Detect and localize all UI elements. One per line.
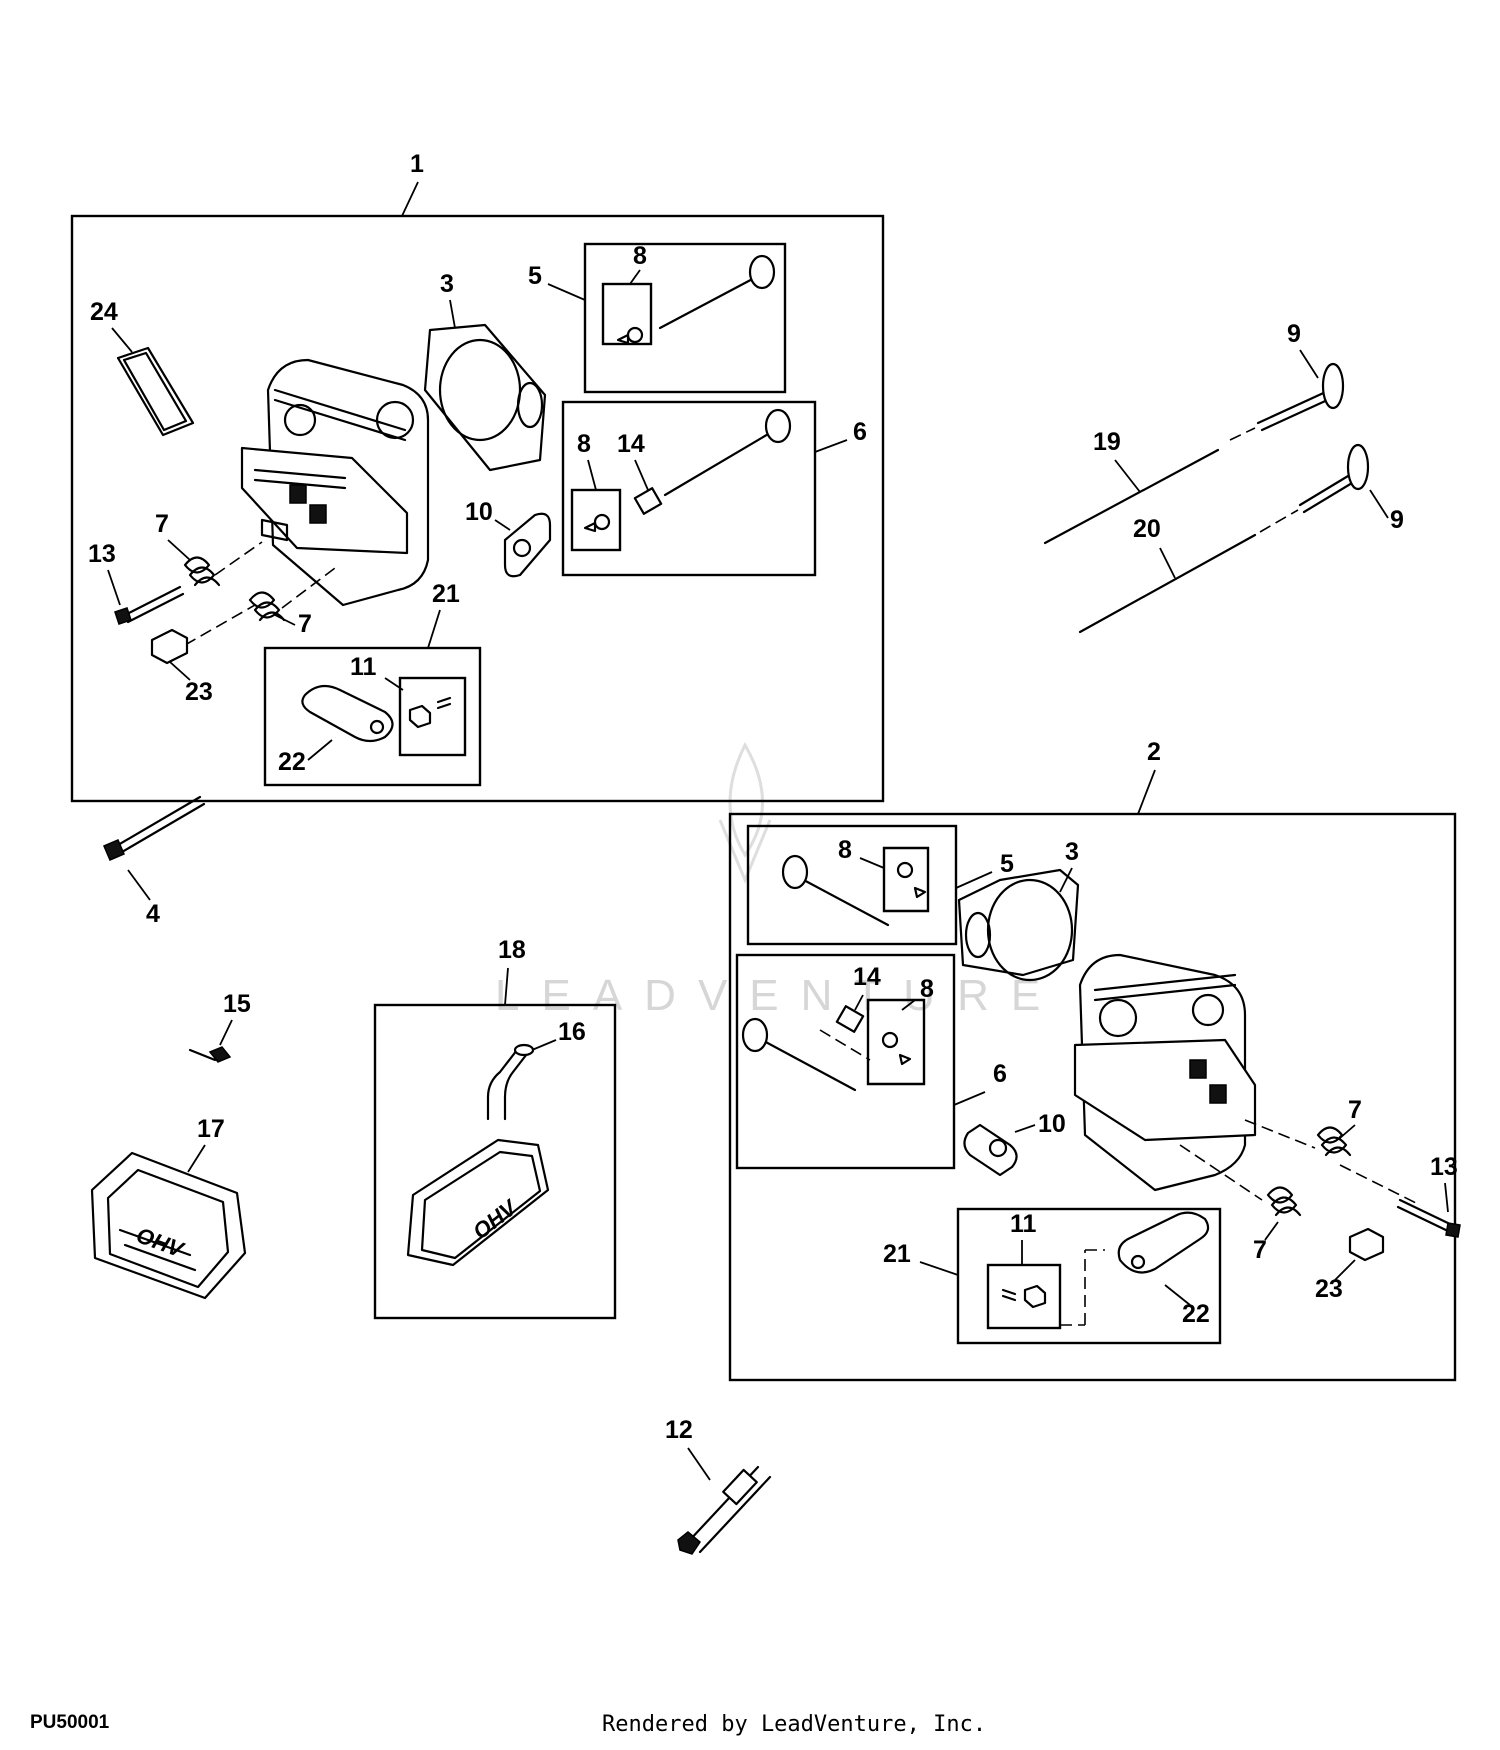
callout-3[interactable]: 3 xyxy=(440,270,454,298)
valve-9-bottom[interactable] xyxy=(1298,443,1370,514)
exhaust-gasket-right[interactable] xyxy=(963,1123,1018,1177)
breather-cover-box xyxy=(373,1003,617,1320)
callout-6-right[interactable]: 6 xyxy=(993,1060,1007,1088)
callout-19[interactable]: 19 xyxy=(1093,428,1121,456)
callout-10[interactable]: 10 xyxy=(465,498,493,526)
breather-tube-16[interactable] xyxy=(486,1043,535,1121)
rocker-arm-box-left xyxy=(263,646,482,787)
callout-13[interactable]: 13 xyxy=(88,540,116,568)
callout-10-right[interactable]: 10 xyxy=(1038,1110,1066,1138)
intake-valve-left[interactable] xyxy=(616,254,776,345)
pushrod-19[interactable] xyxy=(1043,448,1220,545)
exhaust-valve-box-left xyxy=(561,400,817,577)
callout-8-right-mid[interactable]: 8 xyxy=(920,975,934,1003)
valve-spring-right-a[interactable] xyxy=(1316,1126,1352,1157)
valve-9-top[interactable] xyxy=(1256,362,1345,432)
callout-20[interactable]: 20 xyxy=(1133,515,1161,543)
callout-21[interactable]: 21 xyxy=(432,580,460,608)
valve-cover-18[interactable]: OHV xyxy=(406,1138,550,1267)
callout-8-right-top[interactable]: 8 xyxy=(838,836,852,864)
exhaust-valve-box-right xyxy=(735,953,956,1170)
callout-14-right[interactable]: 14 xyxy=(853,963,881,991)
callout-23-right[interactable]: 23 xyxy=(1315,1275,1343,1303)
callout-24[interactable]: 24 xyxy=(90,298,118,326)
callout-13-right[interactable]: 13 xyxy=(1430,1153,1458,1181)
head-gasket-right[interactable] xyxy=(957,868,1080,982)
valve-cover-17[interactable]: OHV xyxy=(90,1151,247,1300)
callout-4[interactable]: 4 xyxy=(146,900,160,928)
callout-8-mid[interactable]: 8 xyxy=(577,430,591,458)
exhaust-valve-left[interactable] xyxy=(583,408,792,533)
callout-1[interactable]: 1 xyxy=(410,150,424,178)
rocker-nut-23-right[interactable] xyxy=(1348,1227,1385,1262)
callout-22[interactable]: 22 xyxy=(278,748,306,776)
watermark-text: LEADVENTURE xyxy=(495,971,1062,1020)
callout-5[interactable]: 5 xyxy=(528,262,542,290)
pushrod-20[interactable] xyxy=(1078,533,1257,634)
callout-6[interactable]: 6 xyxy=(853,418,867,446)
callout-2[interactable]: 2 xyxy=(1147,738,1161,766)
valve-spring-left-a[interactable] xyxy=(183,556,221,587)
callout-21-right[interactable]: 21 xyxy=(883,1240,911,1268)
callout-9-bottom[interactable]: 9 xyxy=(1390,506,1404,534)
screw-15[interactable] xyxy=(188,1046,232,1063)
callout-18[interactable]: 18 xyxy=(498,936,526,964)
render-credit: Rendered by LeadVenture, Inc. xyxy=(602,1712,987,1737)
callout-9-top[interactable]: 9 xyxy=(1287,320,1301,348)
diagram-code: PU50001 xyxy=(30,1712,110,1733)
callout-7-right-bottom[interactable]: 7 xyxy=(1253,1236,1267,1264)
callout-15[interactable]: 15 xyxy=(223,990,251,1018)
callout-12[interactable]: 12 xyxy=(665,1416,693,1444)
bolt-13-right[interactable] xyxy=(1396,1198,1461,1238)
bolt-13-left[interactable] xyxy=(114,585,185,625)
callout-11[interactable]: 11 xyxy=(350,653,377,681)
callout-7-bottom[interactable]: 7 xyxy=(298,610,312,638)
intake-valve-box-right xyxy=(746,824,958,946)
adjuster-nut-right[interactable] xyxy=(1001,1284,1047,1309)
valve-spring-right-b[interactable] xyxy=(1266,1186,1302,1217)
assembly-1-frame xyxy=(70,214,885,803)
callout-8-top[interactable]: 8 xyxy=(633,242,647,270)
callout-14[interactable]: 14 xyxy=(617,430,645,458)
intake-valve-box-left xyxy=(583,242,787,394)
cylinder-head-left[interactable] xyxy=(240,358,430,607)
callout-7-top[interactable]: 7 xyxy=(155,510,169,538)
callout-7-right-top[interactable]: 7 xyxy=(1348,1096,1362,1124)
head-bolt-4[interactable] xyxy=(103,795,206,861)
callout-11-right[interactable]: 11 xyxy=(1010,1210,1037,1238)
callout-16[interactable]: 16 xyxy=(558,1018,586,1046)
cylinder-head-right[interactable] xyxy=(1073,953,1257,1192)
head-gasket[interactable] xyxy=(423,323,547,472)
watermark-logo: LEADVENTURE xyxy=(495,741,1062,1020)
rocker-arm-left[interactable] xyxy=(301,684,394,743)
rocker-arm-box-right xyxy=(956,1207,1222,1345)
valve-cover-gasket[interactable] xyxy=(116,346,195,437)
assembly-2-frame xyxy=(728,812,1457,1382)
valve-spring-left-b[interactable] xyxy=(248,591,286,622)
exhaust-valve-right[interactable] xyxy=(741,1005,912,1092)
callout-22-right[interactable]: 22 xyxy=(1182,1300,1210,1328)
callout-5-right[interactable]: 5 xyxy=(1000,850,1014,878)
callout-17[interactable]: 17 xyxy=(197,1115,225,1143)
adjuster-nut-left[interactable] xyxy=(408,696,452,729)
part-12-bolt[interactable] xyxy=(677,1465,772,1555)
callout-3-right[interactable]: 3 xyxy=(1065,838,1079,866)
callout-23[interactable]: 23 xyxy=(185,678,213,706)
exhaust-gasket[interactable] xyxy=(503,512,552,578)
rocker-arm-right[interactable] xyxy=(1117,1211,1210,1274)
intake-valve-right[interactable] xyxy=(781,854,927,927)
rocker-nut-23-left[interactable] xyxy=(150,628,189,665)
